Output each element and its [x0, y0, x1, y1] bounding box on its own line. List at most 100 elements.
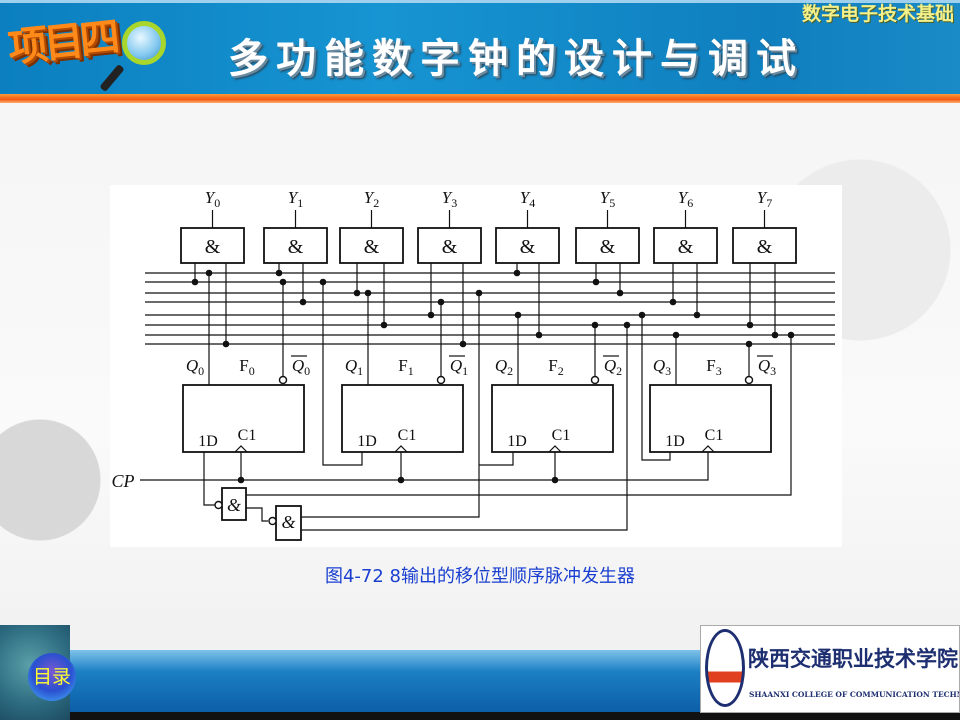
magnifier-handle-icon [99, 63, 125, 93]
college-name-en: SHAANXI COLLEGE OF COMMUNICATION TECHNOL… [749, 690, 959, 699]
d-flipflop-f2 [491, 384, 614, 453]
magnifier-icon [122, 21, 166, 65]
junction-dot [638, 311, 646, 319]
inversion-bubble [436, 375, 446, 385]
wire [322, 282, 363, 466]
d-input-label: 1D [198, 433, 218, 450]
q-label: Q1 [345, 356, 363, 378]
college-logo: 陕西交通职业技术学院 SHAANXI COLLEGE OF COMMUNICAT… [700, 625, 960, 713]
d-input-label: 1D [357, 433, 377, 450]
d-flipflop-f0 [182, 384, 305, 453]
project-badge: 项目四 [5, 14, 119, 72]
junction-dot [427, 311, 435, 319]
d-flipflop-f1 [341, 384, 464, 453]
junction-dot [513, 269, 521, 277]
junction-dot [353, 289, 361, 297]
wire [246, 507, 268, 522]
and-symbol: & [364, 236, 380, 258]
wire [641, 315, 671, 461]
header-divider [0, 94, 960, 103]
inversion-bubble [590, 375, 600, 385]
and-gate [263, 227, 328, 264]
junction-dot [535, 331, 543, 339]
junction-dot [616, 289, 624, 297]
and-gate [575, 227, 640, 264]
junction-dot [514, 311, 522, 319]
inversion-bubble [268, 516, 277, 526]
slide-title: 多功能数字钟的设计与调试 [228, 36, 804, 82]
and-symbol: & [227, 495, 241, 515]
college-emblem-icon [705, 629, 745, 707]
nand-gate [275, 505, 302, 541]
junction-dot [623, 321, 631, 329]
clock-triangle [548, 445, 562, 453]
output-label-y7: Y7 [757, 188, 772, 210]
flipflop-name: F0 [239, 356, 254, 378]
d-input-label: 1D [507, 433, 527, 450]
junction-dot [364, 289, 372, 297]
inversion-bubble [278, 375, 288, 385]
junction-dot [771, 331, 779, 339]
output-label-y6: Y6 [678, 188, 693, 210]
d-input-label: 1D [665, 433, 685, 450]
junction-dot [669, 298, 677, 306]
junction-dot [693, 311, 701, 319]
junction-dot [299, 298, 307, 306]
clock-input-label: C1 [238, 427, 257, 444]
wire [246, 335, 792, 496]
junction-dot [591, 321, 599, 329]
junction-dot [746, 321, 754, 329]
figure-caption: 图4-72 8输出的移位型顺序脉冲发生器 [324, 566, 636, 587]
clock-triangle [701, 445, 715, 453]
clock-input-label: C1 [398, 427, 417, 444]
flipflop-name: F2 [548, 356, 563, 378]
clock-triangle [234, 445, 248, 453]
wire [479, 452, 514, 466]
inversion-bubble [744, 375, 754, 385]
cp-label: CP [111, 471, 134, 491]
college-name-cn: 陕西交通职业技术学院 [748, 646, 958, 671]
clock-input-label: C1 [552, 427, 571, 444]
q-label: Q2 [495, 356, 513, 378]
slide-header: 项目四 多功能数字钟的设计与调试 数字电子技术基础 [0, 0, 960, 94]
nand-gate [221, 487, 247, 521]
inversion-bubble [214, 500, 223, 510]
wire [301, 325, 628, 531]
junction-dot [191, 278, 199, 286]
and-gate [653, 227, 718, 264]
junction-dot [222, 340, 230, 348]
junction-dot [475, 289, 483, 297]
junction-dot [437, 298, 445, 306]
course-name: 数字电子技术基础 [801, 3, 954, 25]
wire [203, 452, 215, 506]
junction-dot [397, 476, 405, 484]
junction-dot [319, 278, 327, 286]
q-label: Q0 [186, 356, 204, 378]
output-label-y5: Y5 [600, 188, 615, 210]
wire [301, 293, 480, 518]
q-label: Q3 [653, 356, 671, 378]
and-symbol: & [520, 236, 536, 258]
output-label-y2: Y2 [364, 188, 379, 210]
toc-button[interactable]: 目录 [28, 653, 76, 701]
and-symbol: & [757, 236, 773, 258]
flipflop-name: F1 [398, 356, 413, 378]
flipflop-name: F3 [706, 356, 721, 378]
output-label-y3: Y3 [442, 188, 457, 210]
and-gate [495, 227, 560, 264]
junction-dot [592, 278, 600, 286]
junction-dot [787, 331, 795, 339]
junction-dot [745, 340, 753, 348]
and-gate [180, 227, 245, 264]
junction-dot [459, 340, 467, 348]
junction-dot [237, 476, 245, 484]
clock-triangle [394, 445, 408, 453]
and-symbol: & [600, 236, 616, 258]
clock-line [140, 452, 709, 481]
qbar-label: Q2 [604, 356, 622, 378]
qbar-label: Q1 [450, 356, 468, 378]
junction-dot [275, 269, 283, 277]
junction-dot [380, 321, 388, 329]
